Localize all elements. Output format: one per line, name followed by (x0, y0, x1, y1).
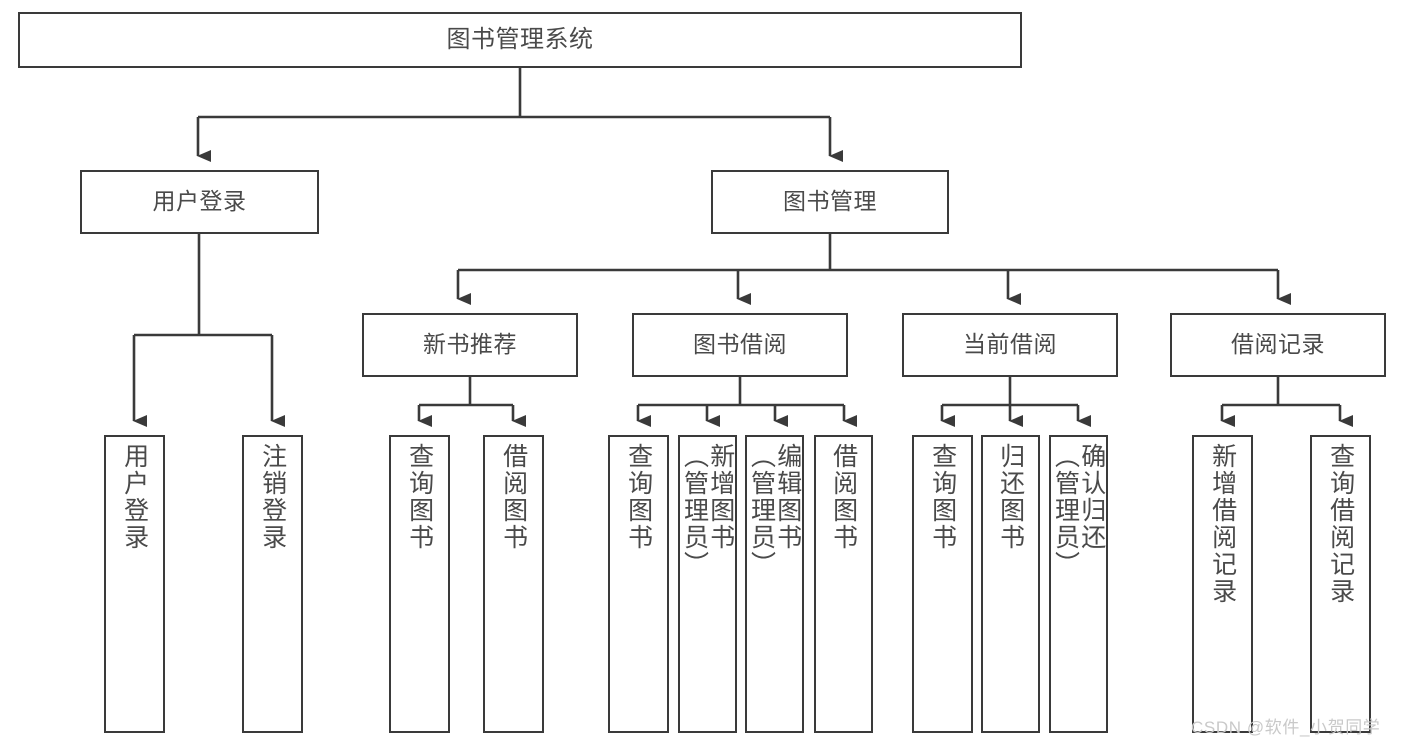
leaf-query-book-recommend[interactable]: 查询图书 (389, 435, 450, 733)
leaf-user-login[interactable]: 用户登录 (104, 435, 165, 733)
node-book-borrow-label: 图书借阅 (693, 331, 787, 358)
node-current-borrow[interactable]: 当前借阅 (902, 313, 1118, 377)
leaf-borrow-book-recommend-label: 借阅图书 (499, 443, 528, 551)
leaf-query-borrow-record-label: 查询借阅记录 (1326, 443, 1355, 605)
node-borrow-record[interactable]: 借阅记录 (1170, 313, 1386, 377)
node-borrow-record-label: 借阅记录 (1231, 331, 1325, 358)
node-user-login[interactable]: 用户登录 (80, 170, 319, 234)
leaf-borrow-book[interactable]: 借阅图书 (814, 435, 873, 733)
leaf-user-logout-label: 注销登录 (258, 443, 287, 551)
leaf-confirm-return-admin-label: 确认归还 （管理员） (1051, 443, 1106, 578)
node-book-management-label: 图书管理 (783, 188, 877, 215)
leaf-edit-book-admin-label: 编辑图书 （管理员） (747, 443, 802, 578)
node-book-borrow[interactable]: 图书借阅 (632, 313, 848, 377)
leaf-return-book[interactable]: 归还图书 (981, 435, 1040, 733)
leaf-return-book-label: 归还图书 (996, 443, 1025, 551)
leaf-query-book-current[interactable]: 查询图书 (912, 435, 973, 733)
node-current-borrow-label: 当前借阅 (963, 331, 1057, 358)
node-user-login-label: 用户登录 (152, 188, 247, 215)
leaf-add-borrow-record[interactable]: 新增借阅记录 (1192, 435, 1253, 733)
leaf-borrow-book-label: 借阅图书 (829, 443, 858, 551)
leaf-add-borrow-record-label: 新增借阅记录 (1208, 443, 1237, 605)
leaf-borrow-book-recommend[interactable]: 借阅图书 (483, 435, 544, 733)
node-new-book-recommend-label: 新书推荐 (423, 331, 517, 358)
leaf-edit-book-admin[interactable]: 编辑图书 （管理员） (745, 435, 804, 733)
leaf-query-book-borrow[interactable]: 查询图书 (608, 435, 669, 733)
csdn-watermark: CSDN @软件_小贺同学 (1191, 718, 1381, 737)
leaf-add-book-admin-label: 新增图书 （管理员） (680, 443, 735, 578)
leaf-query-book-recommend-label: 查询图书 (405, 443, 434, 551)
leaf-user-logout[interactable]: 注销登录 (242, 435, 303, 733)
node-book-management[interactable]: 图书管理 (711, 170, 949, 234)
leaf-add-book-admin[interactable]: 新增图书 （管理员） (678, 435, 737, 733)
node-root-label: 图书管理系统 (446, 25, 594, 53)
node-root[interactable]: 图书管理系统 (18, 12, 1022, 68)
leaf-query-book-current-label: 查询图书 (928, 443, 957, 551)
leaf-query-borrow-record[interactable]: 查询借阅记录 (1310, 435, 1371, 733)
leaf-query-book-borrow-label: 查询图书 (624, 443, 653, 551)
leaf-confirm-return-admin[interactable]: 确认归还 （管理员） (1049, 435, 1108, 733)
leaf-user-login-label: 用户登录 (120, 443, 149, 551)
node-new-book-recommend[interactable]: 新书推荐 (362, 313, 578, 377)
